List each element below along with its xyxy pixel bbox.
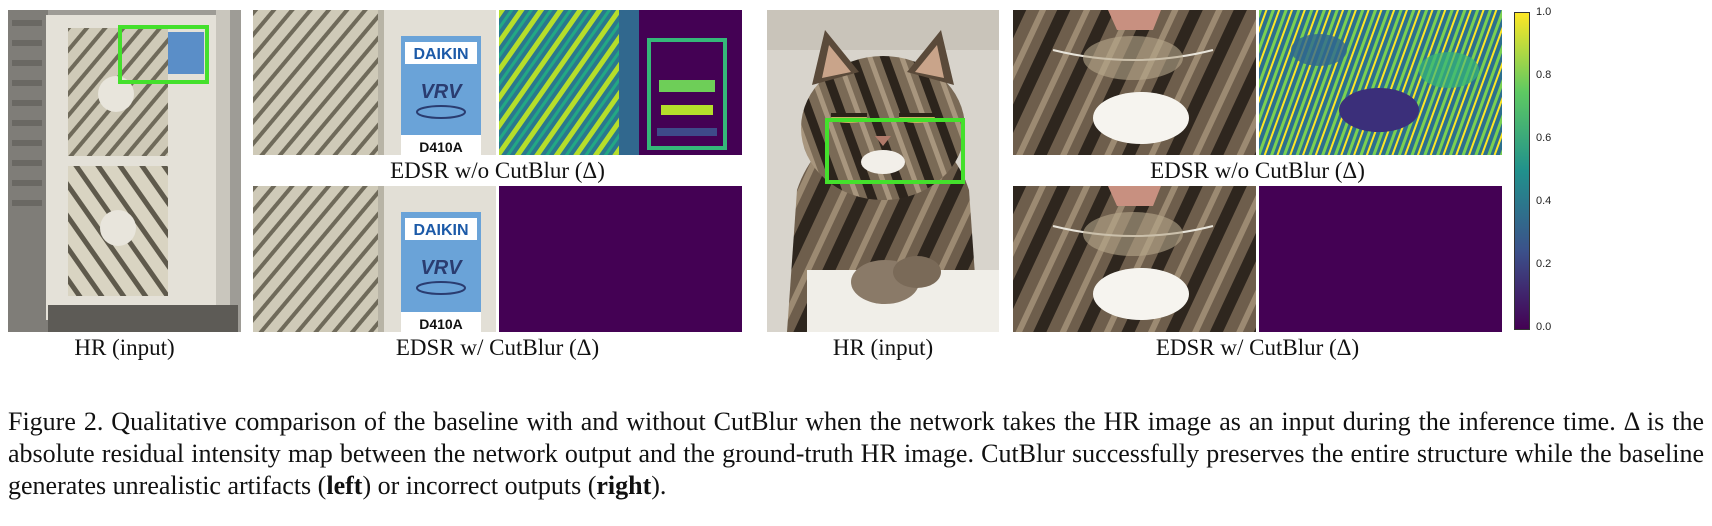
left-bottom-residual-heatmap <box>499 186 742 332</box>
left-bottom-crop-image: DAIKIN VRV D410A <box>253 186 496 332</box>
colorbar-tick-label: 0.4 <box>1536 195 1552 207</box>
colorbar-tick-label: 0.6 <box>1536 132 1552 144</box>
left-top-crop-image: DAIKIN VRV D410A <box>253 10 496 155</box>
left-bottom-label-text: DAIKIN <box>413 222 468 239</box>
right-top-crop-image <box>1013 10 1256 155</box>
left-bottom-unit-code: D410A <box>419 316 463 332</box>
right-top-residual-heatmap <box>1259 10 1502 155</box>
caption-bold-right: right <box>596 471 652 500</box>
left-top-row-caption: EDSR w/o CutBlur (Δ) <box>390 158 605 183</box>
left-bottom-model-text: VRV <box>420 257 463 279</box>
right-bottom-crop-image <box>1013 186 1256 332</box>
colorbar-tick-label: 0.0 <box>1536 321 1552 333</box>
colorbar-tick-label: 0.2 <box>1536 258 1552 270</box>
right-bottom-row-caption: EDSR w/ CutBlur (Δ) <box>1155 335 1360 360</box>
left-top-label-text: DAIKIN <box>413 46 468 63</box>
caption-text: ). <box>651 471 667 500</box>
left-top-unit-code: D410A <box>419 139 463 155</box>
left-top-model-text: VRV <box>420 81 463 103</box>
right-hr-image <box>767 10 999 332</box>
left-hr-caption: HR (input) <box>74 335 175 360</box>
right-top-row-caption: EDSR w/o CutBlur (Δ) <box>1150 158 1365 183</box>
colorbar-tick-label: 1.0 <box>1536 6 1552 18</box>
caption-text: ) or incorrect outputs ( <box>362 471 597 500</box>
left-top-residual-heatmap <box>499 10 742 155</box>
caption-text: Figure 2. Qualitative comparison of the … <box>8 407 1704 500</box>
colorbar <box>1514 12 1530 330</box>
left-bottom-row-caption: EDSR w/ CutBlur (Δ) <box>395 335 600 360</box>
left-hr-image <box>8 10 241 332</box>
caption-bold-left: left <box>326 471 363 500</box>
colorbar-tick-label: 0.8 <box>1536 69 1552 81</box>
right-hr-caption: HR (input) <box>832 335 934 360</box>
right-bottom-residual-heatmap <box>1259 186 1502 332</box>
figure-caption: Figure 2. Qualitative comparison of the … <box>8 406 1704 502</box>
